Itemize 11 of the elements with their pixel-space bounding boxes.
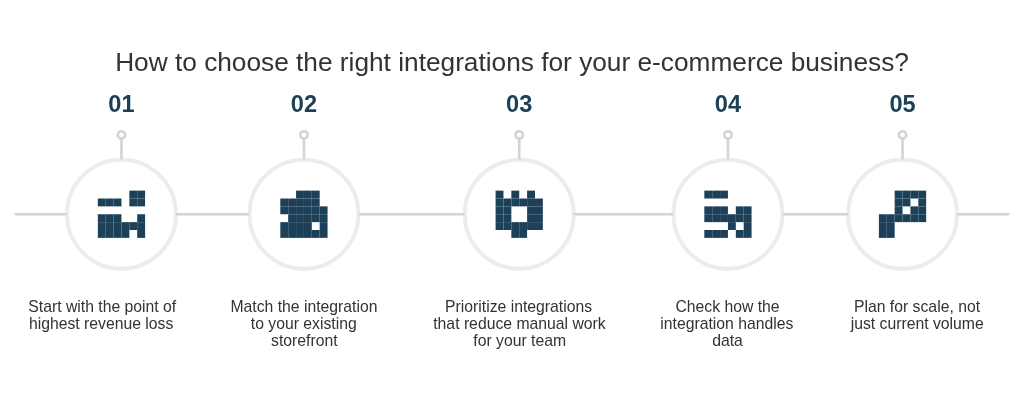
- node-text: 03: [506, 90, 533, 117]
- node-text: 02: [290, 90, 318, 117]
- diagram-title: How to choose the right integrations for your e-commerce business?: [115, 46, 909, 77]
- node-label: Match the integration to your existing storefront: [230, 297, 378, 349]
- node-label: Check how the integration handles data: [660, 297, 794, 349]
- node-label: Start with the point of highest revenue loss: [28, 297, 177, 332]
- node-label: Prioritize integrations that reduce manual work for your team: [433, 297, 606, 349]
- node-text: 01: [108, 90, 135, 117]
- node-text: 04: [714, 90, 742, 117]
- node-text: 05: [889, 90, 916, 117]
- node-label: Plan for scale, not just current volume: [850, 297, 984, 332]
